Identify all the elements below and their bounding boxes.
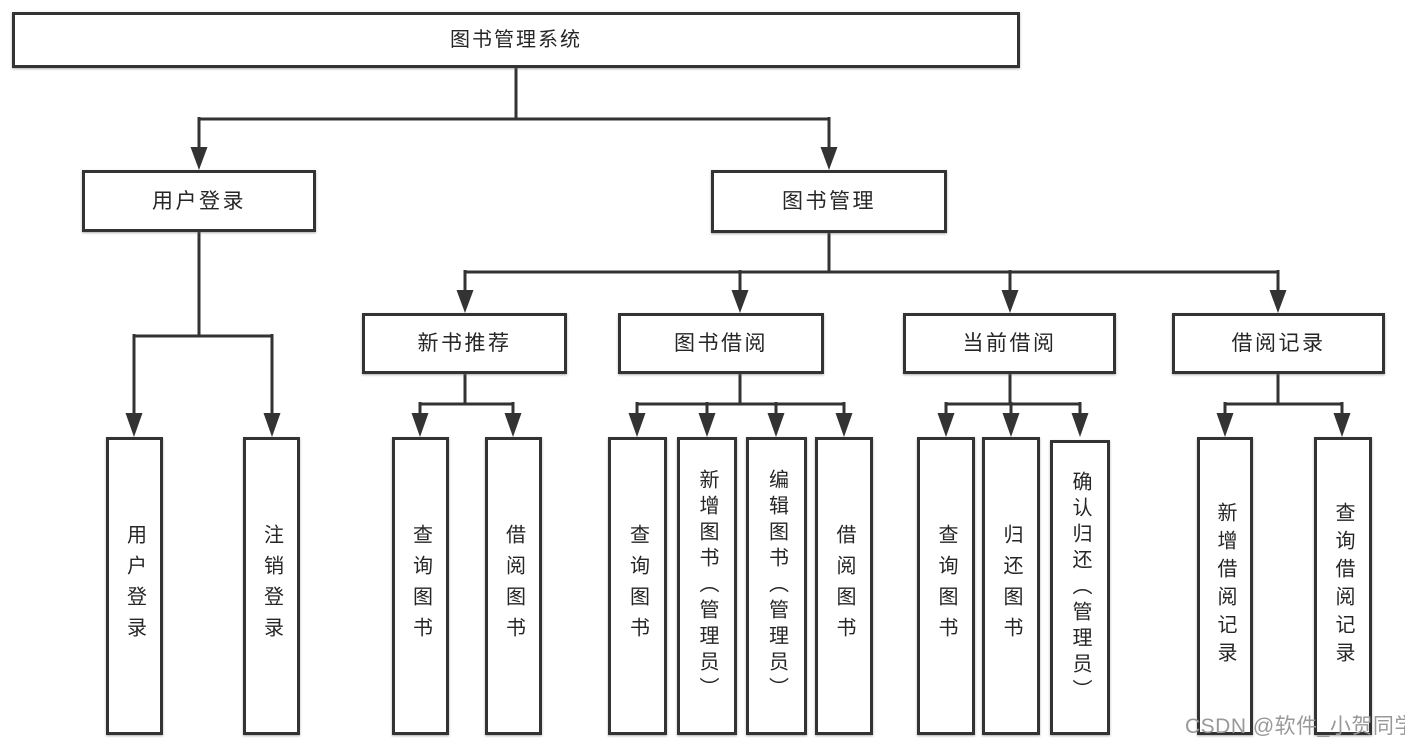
node-label: 借阅图书 — [833, 524, 855, 648]
node-borrowing-records: 借阅记录 — [1172, 313, 1385, 374]
leaf-add-borrow-record: 新增借阅记录 — [1197, 437, 1253, 735]
node-label: 查询图书 — [409, 524, 432, 648]
node-label: 新增借阅记录 — [1214, 502, 1236, 670]
node-new-book-recommendation: 新书推荐 — [362, 313, 567, 374]
leaf-edit-books-admin: 编辑图书（管理员） — [746, 437, 807, 735]
leaf-query-books-recommend: 查询图书 — [392, 437, 449, 735]
node-current-borrowing: 当前借阅 — [903, 313, 1116, 374]
leaf-query-books-borrow: 查询图书 — [608, 437, 667, 735]
node-label: 图书管理 — [782, 190, 876, 213]
node-label: 用户登录 — [152, 189, 246, 213]
leaf-user-login: 用户登录 — [106, 437, 163, 735]
node-label: 查询借阅记录 — [1332, 502, 1354, 670]
node-label: 查询图书 — [935, 524, 957, 648]
leaf-logout: 注销登录 — [243, 437, 300, 735]
arrowhead-icons — [125, 147, 1351, 437]
node-label: 借阅图书 — [502, 524, 525, 648]
node-label: 借阅记录 — [1231, 332, 1326, 355]
leaf-borrow-books: 借阅图书 — [815, 437, 873, 735]
node-label: 注销登录 — [260, 524, 283, 648]
leaf-query-books-current: 查询图书 — [917, 437, 975, 735]
node-label: 查询图书 — [626, 524, 649, 648]
node-library-management-system: 图书管理系统 — [12, 12, 1020, 68]
node-label: 图书管理系统 — [450, 29, 582, 51]
csdn-watermark: CSDN @软件_小贺同学 — [1185, 715, 1405, 738]
leaf-confirm-return-admin: 确认归还（管理员） — [1050, 440, 1110, 735]
node-label: 当前借阅 — [962, 332, 1057, 355]
node-label: 用户登录 — [123, 524, 146, 648]
leaf-query-borrow-record: 查询借阅记录 — [1314, 437, 1372, 735]
leaf-borrow-books-recommend: 借阅图书 — [485, 437, 542, 735]
leaf-add-books-admin: 新增图书（管理员） — [677, 437, 737, 735]
node-book-borrowing: 图书借阅 — [618, 313, 824, 374]
node-label: 归还图书 — [1000, 524, 1022, 648]
node-user-login: 用户登录 — [82, 170, 316, 232]
node-label: 新书推荐 — [417, 332, 512, 355]
node-label: 图书借阅 — [674, 332, 768, 355]
node-book-management: 图书管理 — [711, 170, 947, 233]
node-label: 新增图书（管理员） — [696, 469, 718, 703]
leaf-return-books: 归还图书 — [982, 437, 1040, 735]
node-label: 确认归还（管理员） — [1069, 470, 1091, 705]
node-label: 编辑图书（管理员） — [765, 469, 788, 703]
